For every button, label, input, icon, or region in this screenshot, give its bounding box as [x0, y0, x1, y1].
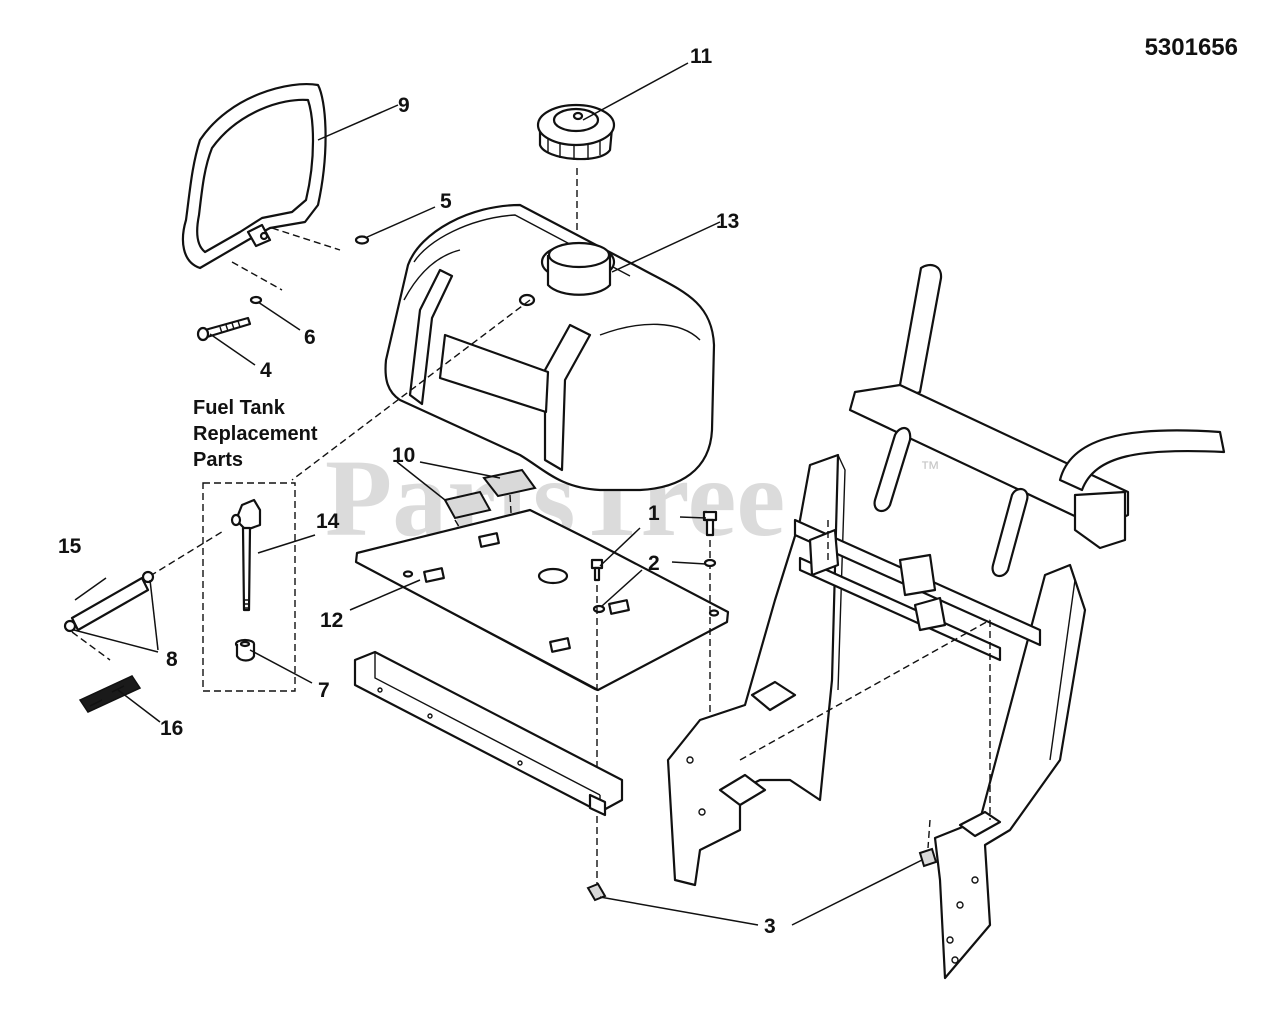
part-3-clip[interactable]	[586, 819, 938, 902]
callout-15: 15	[58, 535, 82, 558]
part-2-washer[interactable]	[703, 558, 717, 568]
tank-support-rail[interactable]	[353, 650, 624, 817]
part-7-grommet[interactable]	[234, 638, 256, 662]
callout-2: 2	[648, 552, 660, 575]
replacement-label-line-1: Fuel Tank	[193, 397, 285, 419]
part-5-pin[interactable]	[271, 227, 370, 251]
part-6-washer[interactable]	[231, 261, 283, 305]
callout-9: 9	[398, 94, 410, 117]
part-13-fuel-tank[interactable]	[384, 203, 716, 492]
callout-14: 14	[316, 510, 340, 533]
diagram-part-number: 5301656	[1144, 34, 1238, 61]
callout-4: 4	[260, 359, 272, 382]
replacement-parts-box	[202, 482, 296, 692]
replacement-label-line-2: Replacement	[193, 423, 318, 445]
callout-11: 11	[690, 45, 713, 68]
callout-6: 6	[304, 326, 316, 349]
part-16-filter[interactable]	[78, 675, 142, 713]
callout-leaders	[73, 62, 923, 926]
frame-assembly[interactable]	[666, 264, 1226, 980]
callout-1: 1	[648, 502, 660, 525]
watermark-trademark: ™	[920, 458, 940, 480]
part-10-pads[interactable]	[443, 468, 537, 546]
replacement-parts-label: Fuel Tank Replacement Parts	[193, 395, 318, 473]
callout-7: 7	[318, 679, 330, 702]
part-14-fuel-pickup[interactable]	[230, 498, 262, 612]
part-12-mounting-plate[interactable]	[354, 508, 730, 692]
assembly-line-tank-to-valve	[291, 299, 531, 481]
callout-10: 10	[392, 444, 415, 467]
callout-12: 12	[320, 609, 343, 632]
callout-5: 5	[440, 190, 452, 213]
replacement-label-line-3: Parts	[193, 449, 244, 471]
part-9-guard-frame[interactable]	[181, 83, 327, 270]
part-4-bolt[interactable]	[196, 316, 252, 342]
callout-16: 16	[160, 717, 183, 740]
callout-8: 8	[166, 648, 178, 671]
callout-3: 3	[764, 915, 776, 938]
part-8-clamp[interactable]	[63, 570, 155, 661]
callout-13: 13	[716, 210, 739, 233]
part-11-fuel-cap[interactable]	[536, 103, 616, 245]
